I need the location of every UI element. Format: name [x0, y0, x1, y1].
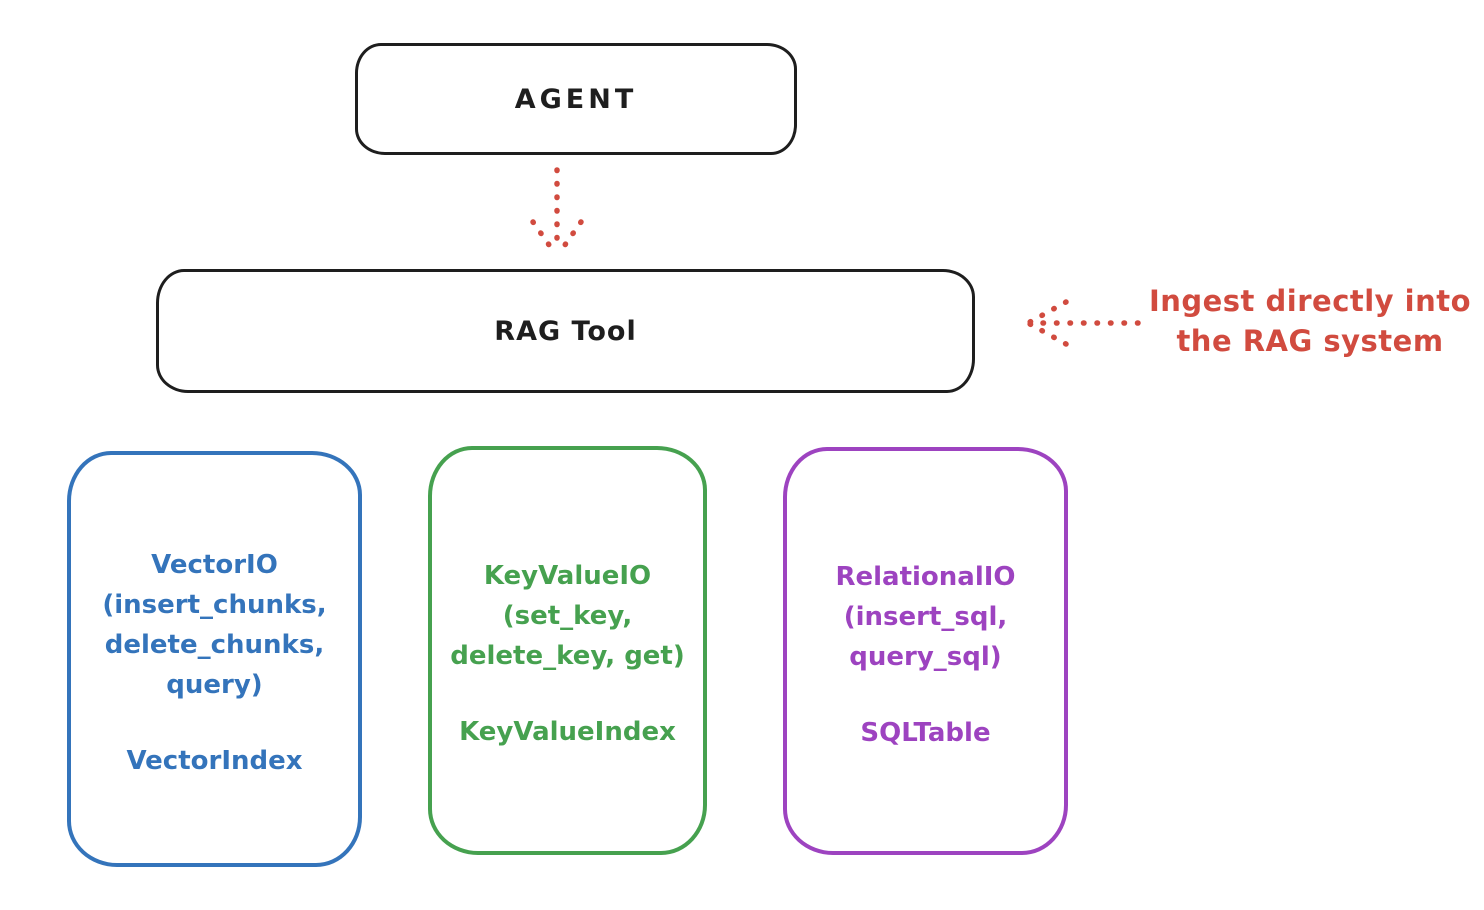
relational-io-methods-line-2: query_sql) [849, 642, 1002, 672]
relational-io-box: RelationalIO (insert_sql, query_sql) SQL… [783, 447, 1068, 855]
ingest-annotation: Ingest directly into the RAG system [1138, 281, 1482, 361]
ingest-arrow-icon [1027, 299, 1141, 347]
agent-box: AGENT [355, 43, 797, 155]
relational-io-methods-line-1: (insert_sql, [843, 602, 1008, 632]
vector-io-index-label: VectorIndex [126, 746, 303, 776]
ingest-annotation-line-1: Ingest directly into [1148, 284, 1472, 318]
keyvalue-io-box: KeyValueIO (set_key, delete_key, get) Ke… [428, 446, 707, 855]
vector-io-methods-line-3: query) [166, 670, 263, 700]
keyvalue-io-methods-line-1: (set_key, [502, 601, 633, 631]
relational-io-title: RelationalIO [835, 562, 1016, 592]
rag-tool-label: RAG Tool [494, 315, 637, 347]
agent-label: AGENT [514, 83, 638, 115]
rag-tool-box: RAG Tool [156, 269, 975, 393]
keyvalue-io-title: KeyValueIO [483, 561, 652, 591]
agent-to-ragtool-arrow-icon [530, 167, 584, 255]
vector-io-methods-line-1: (insert_chunks, [102, 590, 327, 620]
relational-io-table-label: SQLTable [860, 718, 991, 748]
keyvalue-io-methods-line-2: delete_key, get) [450, 641, 685, 671]
keyvalue-io-index-label: KeyValueIndex [459, 717, 676, 747]
vector-io-methods-line-2: delete_chunks, [104, 630, 325, 660]
ingest-annotation-line-2: the RAG system [1176, 324, 1444, 358]
vector-io-box: VectorIO (insert_chunks, delete_chunks, … [67, 451, 362, 867]
vector-io-title: VectorIO [151, 550, 278, 580]
